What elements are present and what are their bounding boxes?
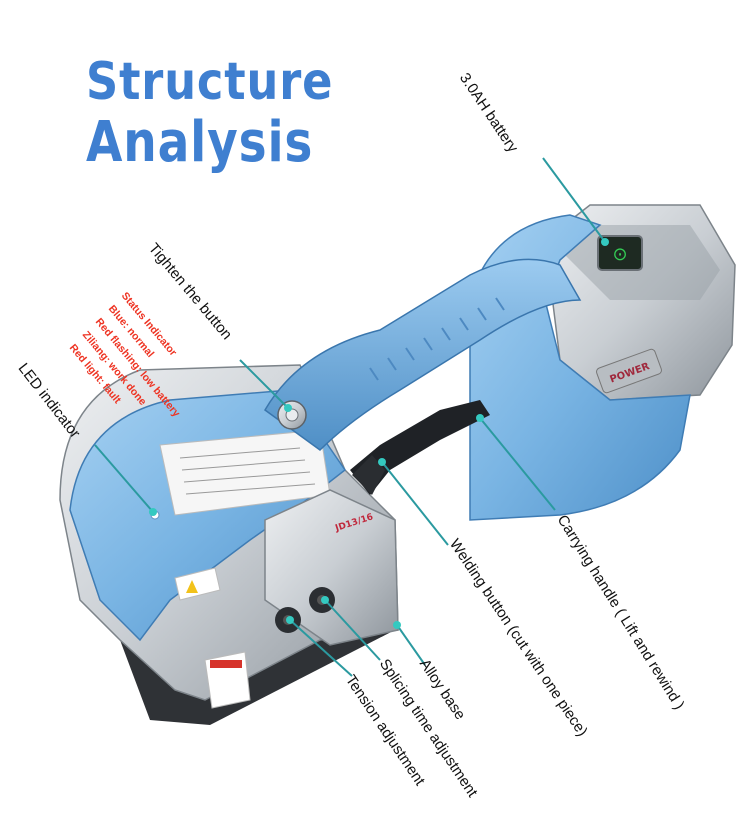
dot-alloy [393,621,401,629]
callout-welding [381,461,449,546]
brand-badge [596,348,662,394]
warning-sticker [174,567,221,601]
dot-splicing [321,596,329,604]
title-line-2: Analysis [86,110,314,175]
callout-tighten [239,359,289,409]
callout-led [94,444,154,513]
svg-text:⊙: ⊙ [612,244,627,265]
dot-welding [378,458,386,466]
title-line-1: Structure [86,52,334,112]
callout-carrying [479,417,556,511]
callout-tension [289,619,353,677]
dot-battery [601,238,609,246]
dot-led [149,508,157,516]
dot-tension [286,616,294,624]
welding-trigger [350,400,490,495]
battery-indicator [597,235,643,271]
callout-alloy [396,624,426,666]
callout-lines [94,157,606,677]
callout-splicing [324,599,381,661]
cutter-block [264,489,399,646]
dot-carrying [476,414,484,422]
dot-tighten [284,404,292,412]
callout-battery [542,157,606,243]
